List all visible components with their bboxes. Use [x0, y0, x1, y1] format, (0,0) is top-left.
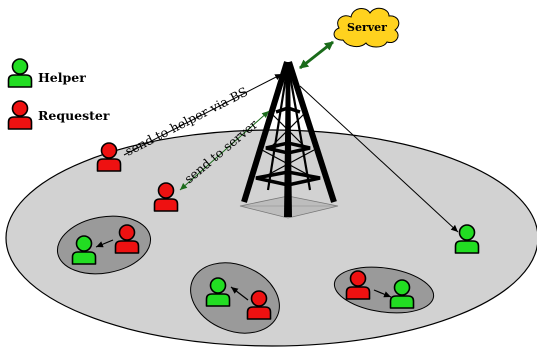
cloud-icon — [333, 7, 400, 48]
requester-legend-label: Requester — [38, 108, 110, 123]
tower-to-helper-arrow — [299, 85, 459, 233]
legend: Helper Requester — [7, 58, 110, 130]
d2d-arrow-middle — [230, 286, 249, 301]
to-server-arrow — [179, 110, 270, 191]
server-cloud: Server — [333, 7, 400, 48]
server-label: Server — [347, 21, 387, 34]
helper-legend-label: Helper — [38, 70, 86, 85]
tower-server-link — [299, 40, 334, 70]
requester-legend-icon — [7, 100, 33, 130]
d2d-arrow-left — [95, 239, 114, 248]
helper-legend-icon — [7, 58, 33, 88]
d2d-arrow-right — [373, 289, 392, 298]
